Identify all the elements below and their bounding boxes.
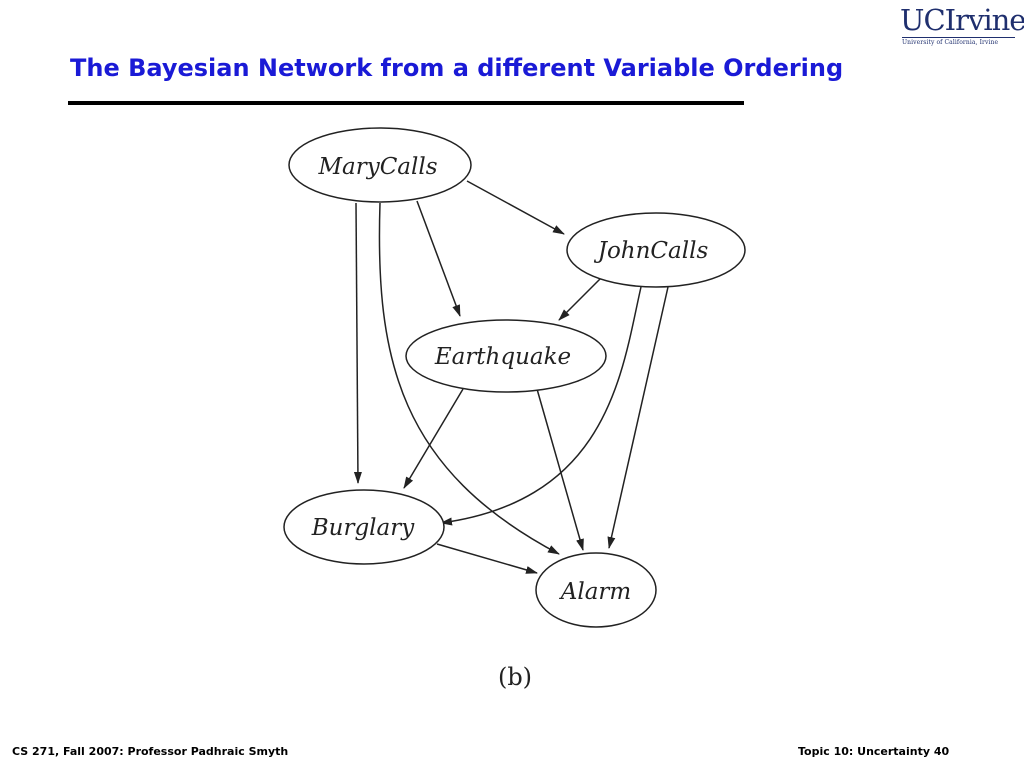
edge-marycalls-alarm [378, 202, 560, 555]
university-logo: UCIrvine University of California, Irvin… [900, 4, 1024, 48]
title-underline [68, 101, 744, 105]
node-marycalls: MaryCalls [288, 127, 472, 203]
edge-johncalls-burglary [440, 286, 642, 526]
edge-marycalls-earthquake [416, 200, 461, 317]
logo-subtitle: University of California, Irvine [902, 39, 999, 46]
node-label-johncalls: JohnCalls [594, 238, 709, 264]
node-burglary: Burglary [283, 489, 445, 565]
node-label-burglary: Burglary [311, 515, 415, 541]
node-label-earthquake: Earthquake [434, 344, 571, 370]
node-label-alarm: Alarm [559, 579, 631, 605]
diagram-caption: (b) [498, 663, 532, 691]
edge-johncalls-alarm [607, 286, 669, 549]
edge-earthquake-burglary [403, 388, 464, 489]
logo-divider [902, 37, 1015, 38]
edge-earthquake-alarm [536, 388, 584, 551]
edge-marycalls-burglary [353, 202, 362, 484]
footer-topic: Topic 10: Uncertainty 40 [798, 745, 950, 758]
node-earthquake: Earthquake [405, 319, 607, 393]
footer-course: CS 271, Fall 2007: Professor Padhraic Sm… [12, 745, 289, 758]
edge-burglary-alarm [436, 543, 538, 574]
node-alarm: Alarm [535, 552, 657, 628]
edge-johncalls-earthquake [558, 278, 601, 321]
node-johncalls: JohnCalls [566, 212, 746, 288]
logo-wordmark: UCIrvine [900, 3, 1024, 37]
slide-title: The Bayesian Network from a different Va… [70, 54, 844, 82]
node-label-marycalls: MaryCalls [317, 154, 437, 180]
edge-marycalls-johncalls [466, 180, 565, 235]
